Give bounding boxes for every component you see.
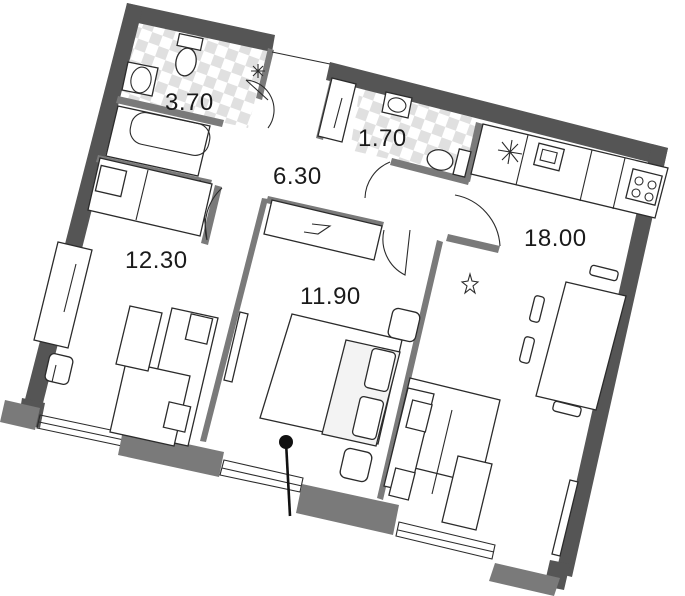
- living-tv: [551, 479, 579, 557]
- dining-chairs: [518, 264, 619, 418]
- nightstand-north: [387, 307, 421, 343]
- bathroom-toilet: [175, 32, 204, 77]
- outer-walls: [0, 3, 668, 596]
- washbasin: [121, 61, 159, 97]
- living-tv-unit: [441, 455, 493, 531]
- light-star-icon: [460, 271, 480, 295]
- bathroom-tile-floor: [120, 20, 268, 128]
- bedroom2-wardrobe: [263, 199, 383, 261]
- nightstand-south: [339, 447, 373, 483]
- room-label-toilet: 1.70: [358, 125, 407, 152]
- snowflake-icon: [251, 64, 265, 78]
- room-label-bedroom-1: 12.30: [125, 247, 188, 274]
- room-label-hallway: 6.30: [273, 163, 322, 190]
- bedroom1-wardrobe: [87, 157, 213, 237]
- living-sofa: [383, 377, 501, 501]
- double-bed: [259, 313, 403, 447]
- cooktop: [625, 168, 663, 206]
- south-facade: [36, 414, 496, 560]
- entrance-marker-icon: [279, 435, 293, 517]
- kitchen-counter: [470, 123, 669, 219]
- toilet-bowl: [426, 148, 472, 178]
- bedroom1-sofa: [109, 307, 219, 447]
- bedroom1-chair: [44, 353, 74, 385]
- room-label-bedroom-2: 11.90: [300, 283, 361, 310]
- dining-table: [535, 281, 627, 411]
- kitchen-snowflake-icon: [497, 139, 523, 165]
- bathtub: [105, 105, 211, 177]
- toilet-washbasin: [381, 91, 413, 119]
- room-label-kitchen-living: 18.00: [524, 225, 587, 252]
- room-label-bathroom: 3.70: [165, 89, 214, 116]
- bedroom1-tv: [223, 311, 249, 383]
- bedroom1-pouf: [115, 305, 163, 372]
- kitchen-sink: [532, 142, 566, 172]
- hallway-wardrobe: [317, 77, 357, 143]
- doors: [199, 51, 501, 276]
- bedroom1-desk: [33, 241, 93, 349]
